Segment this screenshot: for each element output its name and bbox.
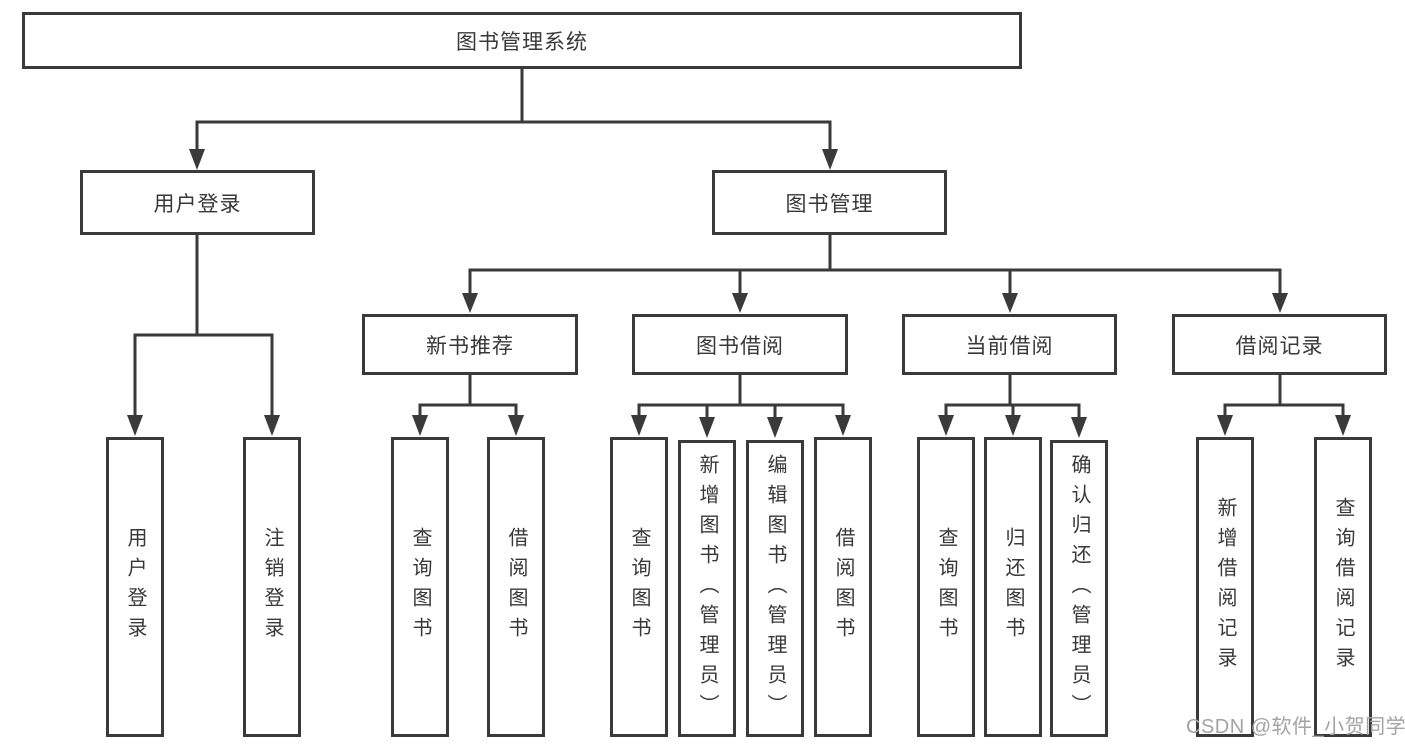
leaf-label: 编辑图书（管理员） — [764, 453, 786, 724]
node-label: 用户登录 — [153, 192, 242, 216]
leaf-borrow-books-recommend: 借阅图书 — [487, 437, 545, 737]
leaf-label: 查询借阅记录 — [1332, 497, 1354, 677]
arrowhead-icon — [1071, 417, 1087, 438]
node-label: 图书管理 — [785, 192, 874, 216]
leaf-query-books-recommend: 查询图书 — [391, 437, 449, 737]
leaf-label: 归还图书 — [1002, 527, 1024, 647]
arrowhead-icon — [732, 293, 748, 313]
connector-borrow-records-branch — [1223, 373, 1345, 420]
node-book-borrow: 图书借阅 — [632, 314, 848, 375]
connector-root-branch — [195, 67, 832, 155]
leaf-confirm-return-admin: 确认归还（管理员） — [1050, 440, 1108, 737]
arrowhead-icon — [631, 415, 647, 436]
connector-book-borrow-branch — [637, 373, 845, 422]
leaf-query-books-borrow: 查询图书 — [610, 437, 668, 737]
arrowhead-icon — [1005, 415, 1021, 436]
leaf-label: 借阅图书 — [505, 527, 527, 647]
leaf-logout: 注销登录 — [243, 437, 301, 737]
node-new-book-recommend: 新书推荐 — [362, 314, 578, 375]
arrowhead-icon — [508, 415, 524, 436]
arrowhead-icon — [699, 417, 715, 438]
node-book-management: 图书管理 — [712, 170, 947, 235]
leaf-label: 确认归还（管理员） — [1068, 453, 1090, 724]
node-label: 图书管理系统 — [456, 30, 588, 54]
leaf-label: 注销登录 — [261, 527, 283, 647]
arrowhead-icon — [1335, 415, 1351, 436]
leaf-label: 新增图书（管理员） — [696, 453, 718, 724]
connector-book-management-branch — [468, 233, 1282, 298]
arrowhead-icon — [1272, 293, 1288, 313]
arrowhead-icon — [462, 293, 478, 313]
leaf-add-book-admin: 新增图书（管理员） — [678, 440, 736, 737]
leaf-label: 查询图书 — [409, 527, 431, 647]
arrowhead-icon — [835, 415, 851, 436]
arrowhead-icon — [127, 415, 143, 436]
leaf-label: 借阅图书 — [832, 527, 854, 647]
arrowhead-icon — [412, 415, 428, 436]
arrowhead-icon — [767, 417, 783, 438]
leaf-borrow-books: 借阅图书 — [814, 437, 872, 737]
node-label: 新书推荐 — [426, 334, 514, 358]
node-library-system: 图书管理系统 — [22, 12, 1022, 69]
leaf-add-borrow-record: 新增借阅记录 — [1196, 437, 1254, 737]
node-user-login: 用户登录 — [80, 170, 315, 235]
arrowhead-icon — [822, 149, 838, 170]
leaf-query-borrow-record: 查询借阅记录 — [1314, 437, 1372, 737]
node-current-borrow: 当前借阅 — [902, 314, 1117, 375]
node-label: 借阅记录 — [1235, 334, 1324, 358]
arrowhead-icon — [1217, 415, 1233, 436]
leaf-label: 查询图书 — [628, 527, 650, 647]
node-label: 当前借阅 — [965, 334, 1054, 358]
connector-user-login-branch — [133, 233, 274, 420]
arrowhead-icon — [189, 149, 205, 170]
connector-current-borrow-branch — [944, 373, 1081, 422]
arrowhead-icon — [1002, 293, 1018, 313]
arrowhead-icon — [264, 415, 280, 436]
leaf-return-book: 归还图书 — [984, 437, 1042, 737]
leaf-user-login: 用户登录 — [106, 437, 164, 737]
watermark: CSDN @软件_小贺同学 — [1186, 716, 1405, 738]
arrowhead-icon — [938, 415, 954, 436]
leaf-label: 查询图书 — [935, 527, 957, 647]
leaf-label: 新增借阅记录 — [1214, 497, 1236, 677]
leaf-query-books-current: 查询图书 — [917, 437, 975, 737]
node-label: 图书借阅 — [696, 334, 784, 358]
leaf-edit-book-admin: 编辑图书（管理员） — [746, 440, 804, 737]
node-borrow-records: 借阅记录 — [1172, 314, 1387, 375]
connector-new-book-branch — [418, 373, 518, 420]
leaf-label: 用户登录 — [124, 527, 146, 647]
